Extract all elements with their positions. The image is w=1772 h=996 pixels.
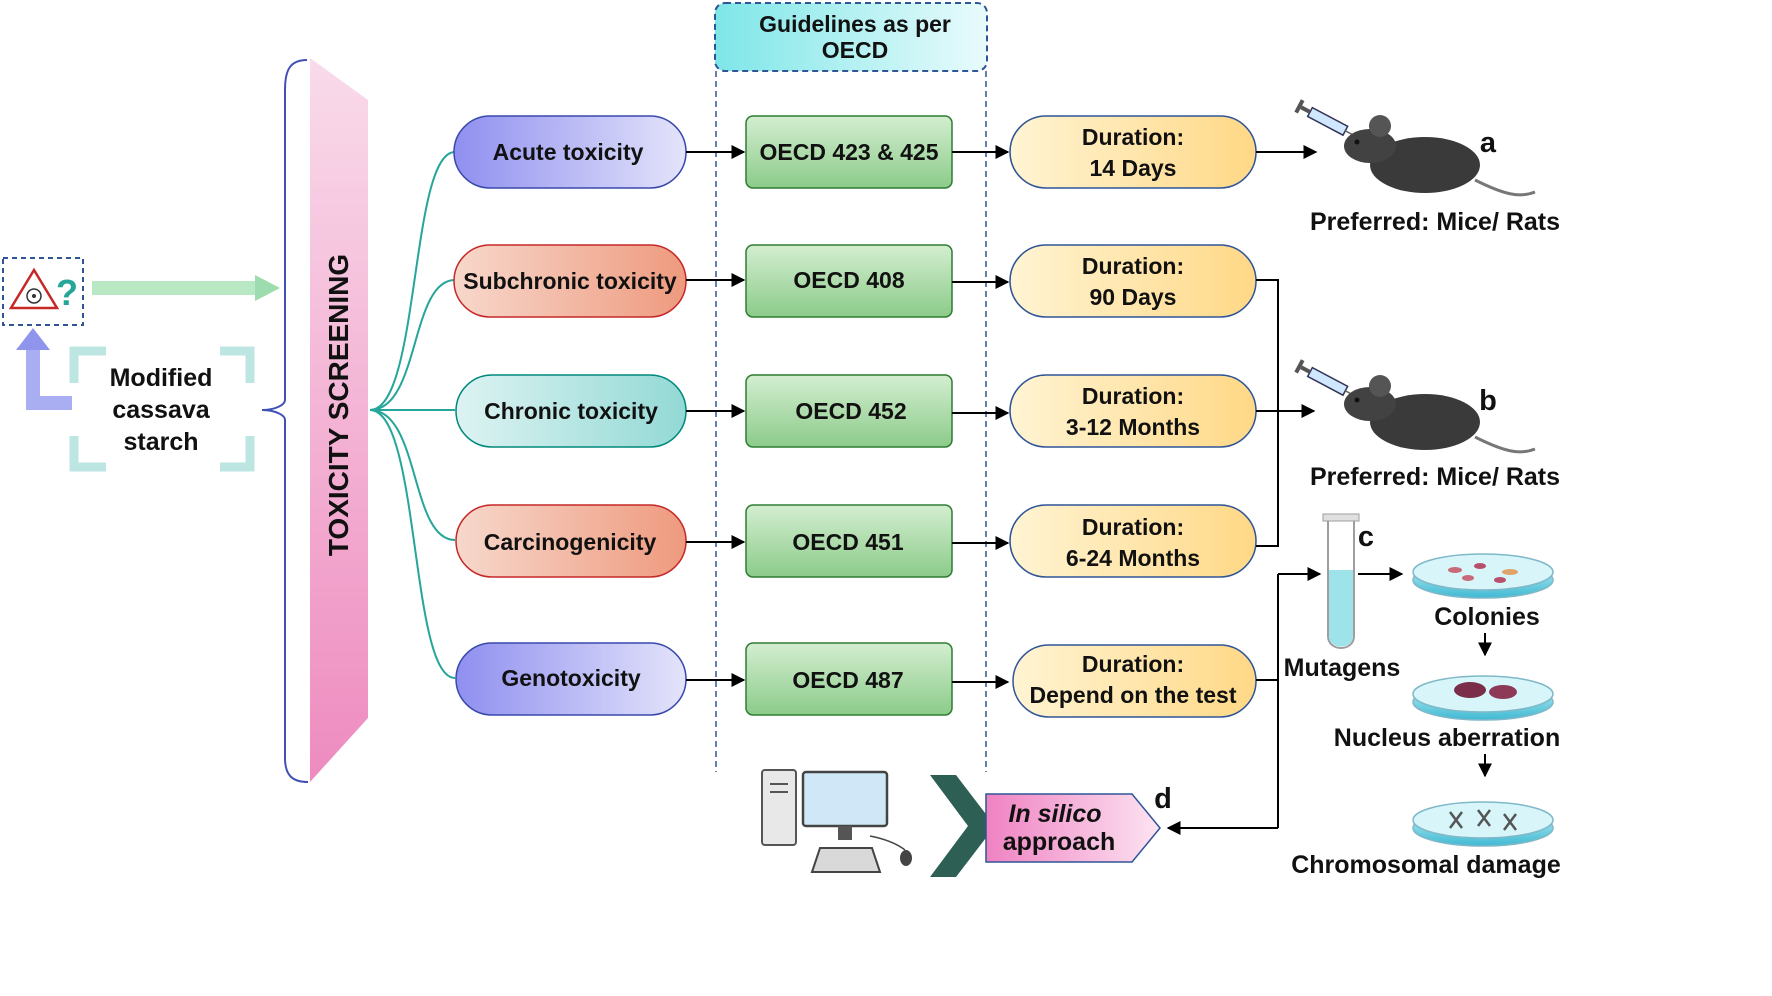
test-label: Chronic toxicity (484, 398, 658, 424)
guideline-label: OECD 487 (792, 667, 903, 693)
branch-connectors (369, 151, 456, 679)
duration-heading: Duration: (1082, 651, 1184, 677)
return-arrow-shaft (26, 348, 72, 410)
test-tube-icon (1322, 513, 1360, 649)
row-genotoxicity: Genotoxicity OECD 487 Duration: Depend o… (455, 642, 1257, 718)
computer-icon (761, 769, 912, 873)
guidelines-header-box (714, 2, 988, 72)
starch-label-line1: Modified (110, 364, 213, 392)
question-mark: ? (56, 272, 78, 313)
starch-label-line3: starch (123, 428, 198, 456)
screening-brace (261, 59, 309, 783)
mutagens-label: Mutagens (1284, 654, 1401, 682)
insilico-box (985, 793, 1161, 863)
test-label: Subchronic toxicity (463, 268, 677, 294)
label-c: c (1358, 521, 1374, 553)
row-subchronic: Subchronic toxicity OECD 408 Duration: 9… (453, 244, 1257, 318)
screening-label: TOXICITY SCREENING (323, 254, 354, 556)
colonies-label: Colonies (1434, 603, 1540, 631)
nucleus-label: Nucleus aberration (1334, 724, 1560, 752)
preferred-a: Preferred: Mice/ Rats (1310, 208, 1560, 236)
mouse-b-illustration: b Preferred: Mice/ Rats (1294, 359, 1560, 491)
test-label: Carcinogenicity (484, 529, 657, 555)
duration-value: 3-12 Months (1066, 414, 1200, 440)
merge-bracket (1256, 279, 1279, 547)
guideline-box (745, 642, 953, 716)
guideline-box (745, 374, 953, 448)
test-label: Genotoxicity (501, 665, 641, 691)
preferred-b: Preferred: Mice/ Rats (1310, 463, 1560, 491)
petri-dish-nucleus-icon (1412, 675, 1554, 721)
mouse-a-illustration: a Preferred: Mice/ Rats (1294, 99, 1560, 236)
guideline-box (745, 504, 953, 578)
label-b: b (1479, 385, 1497, 417)
input-arrow-head (255, 275, 280, 301)
duration-pill (1009, 504, 1257, 578)
return-arrow-head (16, 328, 50, 350)
duration-value: 14 Days (1090, 155, 1177, 181)
guideline-label: OECD 408 (793, 267, 904, 293)
guideline-label: OECD 452 (795, 398, 906, 424)
mouse-icon (1370, 137, 1480, 193)
duration-value: 6-24 Months (1066, 545, 1200, 571)
duration-heading: Duration: (1082, 383, 1184, 409)
chromosomal-label: Chromosomal damage (1291, 851, 1561, 879)
duration-heading: Duration: (1082, 124, 1184, 150)
duration-heading: Duration: (1082, 253, 1184, 279)
hazard-box: ? (2, 257, 84, 326)
test-label: Acute toxicity (493, 139, 644, 165)
guidelines-header-line1: Guidelines as per (759, 11, 951, 37)
duration-value: 90 Days (1090, 284, 1177, 310)
guidelines-header-line2: OECD (822, 37, 888, 63)
starch-label-line2: cassava (112, 396, 210, 424)
chevron-icon (930, 775, 995, 877)
screening-bar (310, 58, 368, 782)
petri-dish-colonies-icon (1412, 553, 1554, 599)
row-carcinogenicity: Carcinogenicity OECD 451 Duration: 6-24 … (455, 504, 1257, 578)
label-d: d (1154, 783, 1172, 815)
insilico-italic: In silico (1008, 800, 1101, 828)
guideline-label: OECD 423 & 425 (760, 139, 939, 165)
duration-value: Depend on the test (1029, 682, 1236, 708)
row-acute: Acute toxicity OECD 423 & 425 Duration: … (453, 115, 1318, 189)
mouse-icon (1370, 394, 1480, 450)
duration-heading: Duration: (1082, 514, 1184, 540)
petri-dish-chromosome-icon (1412, 801, 1554, 847)
row-chronic: Chronic toxicity OECD 452 Duration: 3-12… (455, 374, 1257, 448)
starch-frame (69, 346, 255, 472)
insilico-approach: approach (1003, 828, 1116, 856)
guideline-label: OECD 451 (792, 529, 903, 555)
input-arrow-shaft (92, 281, 257, 295)
label-a: a (1480, 127, 1497, 159)
